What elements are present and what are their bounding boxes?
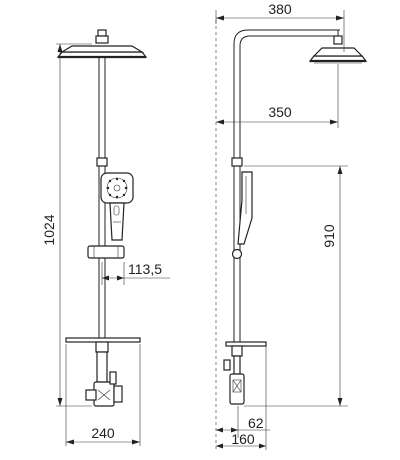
side-shelf [225,341,267,357]
dim-top-reach-label: 380 [268,1,292,17]
rain-shower-head [56,29,148,59]
dim-side-bottom-width-label: 160 [231,431,255,447]
side-valve [223,355,245,405]
dim-arm-reach-label: 350 [268,104,292,120]
dim-bottom-offset: 62 [216,406,270,438]
dim-total-height: 1024 [41,43,92,407]
dim-side-bottom-width: 160 [216,346,267,450]
dim-arm-reach: 350 [216,64,339,128]
side-rain-head [308,35,368,64]
side-riser-pipe [231,29,340,360]
front-view: 1024 113,5 240 [41,29,170,446]
dim-bottom-width-label: 240 [91,425,115,441]
dim-top-reach: 380 [215,1,345,52]
hand-shower [100,172,134,241]
shelf [65,337,141,353]
mixer-valve [85,351,123,407]
dim-holder-offset: 113,5 [101,261,170,285]
side-hand-shower [231,171,253,260]
dim-holder-offset-label: 113,5 [128,261,162,277]
dim-holder-height-label: 910 [321,224,337,248]
dim-holder-height: 910 [244,165,348,407]
dim-bottom-offset-label: 62 [248,415,264,431]
slider-holder [87,245,125,259]
dim-total-height-label: 1024 [41,214,57,245]
side-view: 380 350 910 62 [215,1,368,450]
dim-bottom-width: 240 [65,344,141,446]
